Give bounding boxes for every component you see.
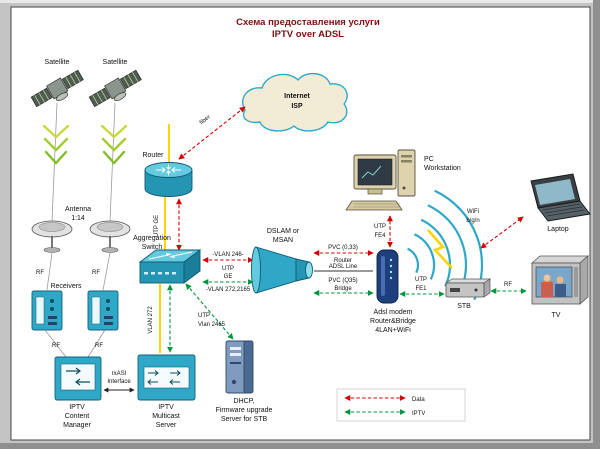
pc-label-line2: Workstation xyxy=(424,165,461,172)
signal-beam-icon xyxy=(100,124,128,165)
internet-cloud xyxy=(242,73,348,132)
antenna-dish-icon xyxy=(89,220,131,253)
vlan272-2165-label: -VLAN 272,2165 xyxy=(206,287,251,293)
cloud-label-line2: ISP xyxy=(291,103,303,110)
utp-label: UTP xyxy=(198,313,210,319)
router-cloud-data-line xyxy=(178,106,246,160)
diagram-title-line2: IPTV over ADSL xyxy=(272,29,344,40)
dhcp-label-line2: Firmware upgrade xyxy=(216,407,273,414)
dslam-label-line2: MSAN xyxy=(273,237,293,244)
rf-label: RF xyxy=(52,343,60,349)
modem-label-line3: 4LAN+WiFi xyxy=(375,327,411,334)
tv-icon xyxy=(530,255,590,305)
dslam-label-line1: DSLAM or xyxy=(267,228,300,235)
multicast-label-line1: IPTV xyxy=(158,404,174,411)
pvc033-mode-label: Router xyxy=(334,258,352,264)
pvc033-label: PVC (0,33) xyxy=(328,245,358,251)
modem-label-line2: Router&Bridge xyxy=(370,318,416,325)
utp-label: UTP xyxy=(374,224,386,230)
router-label: Router xyxy=(142,152,164,159)
utp-ge-label: UTP GE xyxy=(154,215,160,237)
multicast-server-icon xyxy=(137,354,196,401)
satellite-right-label: Satellite xyxy=(103,59,128,66)
laptop-icon xyxy=(530,173,591,222)
dslam-icon xyxy=(251,246,313,294)
multicast-label-line3: Server xyxy=(156,422,177,429)
aggregation-switch-icon xyxy=(138,249,202,284)
antenna1-receiver-line xyxy=(46,252,53,291)
content-manager-label-line2: Content xyxy=(65,413,90,420)
receiver-icon xyxy=(31,290,63,331)
utp-label: UTP xyxy=(415,277,427,283)
satellite-icon xyxy=(30,69,84,108)
diagram-title-line1: Схема предоставления услуги xyxy=(236,17,380,28)
switch-dhcp-iptv-line xyxy=(185,283,234,340)
ge-label: GE xyxy=(224,274,233,280)
antenna-label-line2: 1:14 xyxy=(71,215,85,222)
router-icon xyxy=(144,162,193,197)
legend: Data IPTV xyxy=(336,388,466,422)
pc-label-line1: PC xyxy=(424,156,434,163)
legend-iptv-label: IPTV xyxy=(412,411,425,417)
adsl-line-label: ADSL Line xyxy=(329,264,358,270)
vlan2465-label: Vlan 2465 xyxy=(198,322,226,328)
multicast-label-line2: Multicast xyxy=(152,413,180,420)
laptop-label: Laptop xyxy=(547,226,569,233)
stb-icon xyxy=(444,278,492,298)
satellite-icon xyxy=(88,69,142,108)
content-manager-label-line3: Manager xyxy=(63,422,91,429)
switch-label-line1: Aggregation xyxy=(133,235,171,242)
rxasi-label-line1: rxASI xyxy=(112,371,127,377)
pvc-q35-mode-label: Bridge xyxy=(334,286,352,292)
utp-label: UTP xyxy=(222,266,234,272)
content-manager-label-line1: IPTV xyxy=(69,404,85,411)
content-manager-icon xyxy=(54,356,102,401)
dhcp-label-line1: DHCP, xyxy=(234,398,255,405)
rf-label: RF xyxy=(92,270,100,276)
rf-label: RF xyxy=(36,270,44,276)
frame-shadow-bottom xyxy=(0,443,600,449)
rf-label: RF xyxy=(504,282,512,288)
vlan246-label: -VLAN 246- xyxy=(212,252,243,258)
legend-data-label: Data xyxy=(412,397,425,403)
pc-workstation-icon xyxy=(345,149,416,211)
fe4-label: FE4 xyxy=(374,233,386,239)
rf-label: RF xyxy=(95,343,103,349)
receiver-icon xyxy=(87,290,119,331)
legend-box xyxy=(336,388,466,422)
wifi-label-line1: WiFi xyxy=(467,209,479,215)
dhcp-label-line3: Server for STB xyxy=(221,416,268,423)
rxasi-label-line2: Interface xyxy=(107,379,131,385)
signal-beam-icon xyxy=(42,124,70,165)
fe1-label: FE1 xyxy=(415,286,427,292)
antenna2-receiver-line xyxy=(102,252,111,291)
frame-highlight-top xyxy=(0,0,600,3)
vlan272-label: VLAN 272 xyxy=(148,306,154,334)
frame-shadow-right xyxy=(593,0,600,449)
wifi-label-line2: b/g/n xyxy=(466,218,479,224)
dhcp-server-icon xyxy=(225,340,254,394)
tv-label: TV xyxy=(552,312,561,319)
receivers-label: Receivers xyxy=(50,283,82,290)
pvc-q35-label: PVC (Q35) xyxy=(328,278,357,284)
antenna-label-line1: Antenna xyxy=(65,206,91,213)
satellite-left-label: Satellite xyxy=(45,59,70,66)
wireless-bolt-icon xyxy=(427,229,453,269)
modem-label-line1: Adsl modem xyxy=(374,309,413,316)
antenna-dish-icon xyxy=(31,220,73,253)
switch-label-line2: Switch xyxy=(142,244,163,251)
adsl-modem-icon xyxy=(376,249,399,304)
receiver2-cm-line xyxy=(87,329,106,358)
stb-label: STB xyxy=(457,303,471,310)
cloud-label-line1: Internet xyxy=(284,93,310,100)
wifi-laptop-data-line xyxy=(480,216,524,249)
receiver1-cm-line xyxy=(44,329,67,358)
